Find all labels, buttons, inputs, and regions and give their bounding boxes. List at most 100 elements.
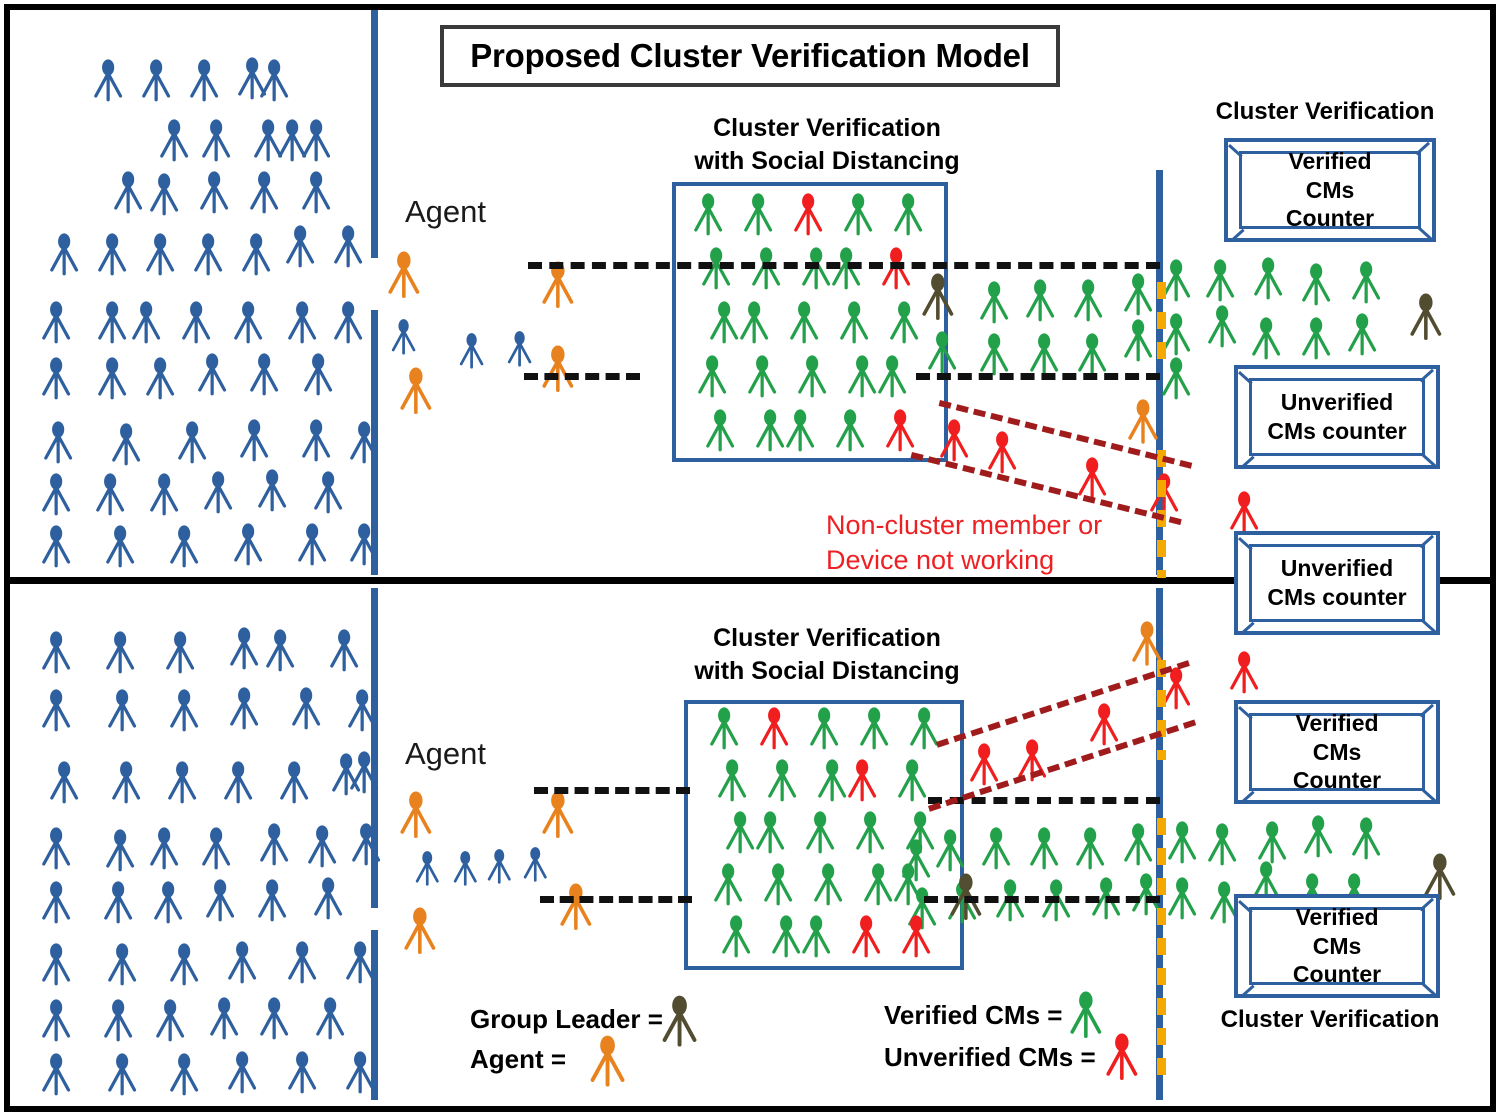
person-icon-unverified-blue	[96, 232, 128, 278]
person-icon-unverified-blue	[256, 468, 288, 514]
person-icon-verified	[1350, 260, 1382, 306]
legend-label-group-leader: Group Leader =	[470, 1004, 663, 1034]
person-icon-unverified-blue	[200, 826, 232, 872]
person-icon-unverified-red	[1076, 456, 1108, 502]
person-icon-unverified-blue	[188, 58, 220, 104]
person-icon-unverified-blue	[204, 878, 236, 924]
person-icon-unverified-blue	[40, 942, 72, 988]
person-icon-verified	[1252, 256, 1284, 302]
person-icon-unverified-blue	[236, 56, 268, 102]
person-icon-verified	[1160, 258, 1192, 304]
person-icon-unverified-blue	[344, 940, 376, 986]
person-icon-unverified-blue	[226, 940, 258, 986]
counter-label: Verified CMs Counter	[1292, 903, 1382, 988]
person-icon-unverified-blue	[164, 630, 196, 676]
person-icon-agent	[402, 906, 438, 956]
person-icon-verified	[708, 300, 740, 346]
person-icon-verified	[896, 758, 928, 804]
top-divider-line-left-a	[371, 10, 378, 258]
person-icon-verified	[696, 354, 728, 400]
person-icon-unverified-blue	[148, 472, 180, 518]
person-icon-verified	[754, 408, 786, 454]
bottom-divider-line-left-b	[371, 930, 378, 1100]
bottom-agent-label: Agent	[405, 736, 487, 771]
person-icon-agent	[386, 250, 422, 300]
bottom-verification-heading: Cluster Verification with Social Distanc…	[694, 624, 960, 685]
person-icon-unverified-blue	[40, 300, 72, 346]
person-icon-verified	[754, 810, 786, 856]
person-icon-verified	[1122, 822, 1154, 868]
person-icon-verified	[926, 330, 958, 376]
person-icon-verified	[1166, 820, 1198, 866]
person-icon-verified	[1300, 316, 1332, 362]
person-icon-verified	[712, 862, 744, 908]
person-icon-unverified-blue	[168, 1052, 200, 1098]
person-icon-unverified-blue	[348, 750, 380, 796]
legend-icon-verified	[1068, 990, 1104, 1040]
person-icon-agent	[1126, 398, 1160, 446]
person-icon-verified	[692, 192, 724, 238]
person-icon-verified	[800, 246, 832, 292]
person-icon-unverified-blue	[48, 232, 80, 278]
person-icon-unverified-blue	[148, 172, 180, 218]
person-icon-verified	[816, 758, 848, 804]
person-icon-unverified-blue	[196, 352, 228, 398]
person-icon-unverified-blue	[102, 998, 134, 1044]
person-icon-verified	[1204, 258, 1236, 304]
legend-icon-agent	[588, 1034, 627, 1089]
person-icon-unverified-blue	[40, 826, 72, 872]
person-icon-verified	[842, 192, 874, 238]
person-icon-verified	[876, 354, 908, 400]
person-icon-agent	[540, 790, 576, 840]
person-icon-unverified-blue	[166, 760, 198, 806]
person-icon-unverified-blue	[192, 232, 224, 278]
person-icon-agent	[398, 366, 434, 416]
person-icon-unverified-blue	[40, 356, 72, 402]
person-icon-unverified-blue	[144, 232, 176, 278]
person-icon-unverified-blue	[110, 422, 142, 468]
person-icon-verified	[1206, 822, 1238, 868]
person-icon-verified	[1122, 318, 1154, 364]
person-icon-unverified-blue	[104, 524, 136, 570]
person-icon-unverified-blue	[312, 470, 344, 516]
person-icon-verified	[1028, 826, 1060, 872]
person-icon-unverified-blue	[300, 170, 332, 216]
bottom-counter-box-0: Verified CMs Counter	[1234, 700, 1440, 805]
person-icon-verified	[742, 192, 774, 238]
person-icon-unverified-blue	[168, 688, 200, 734]
person-icon-verified	[800, 914, 832, 960]
top-dash-connector-3	[916, 373, 1160, 380]
person-icon-unverified-blue	[290, 686, 322, 732]
bottom-cluster-verification-caption: Cluster Verification	[1220, 1006, 1440, 1033]
person-icon-verified	[862, 862, 894, 908]
person-icon-unverified-blue	[176, 420, 208, 466]
person-icon-unverified-blue	[350, 822, 382, 868]
page-title: Proposed Cluster Verification Model	[470, 37, 1030, 74]
person-icon-verified	[1206, 304, 1238, 350]
person-icon-unverified-blue	[94, 472, 126, 518]
counter-label: Unverified CMs counter	[1267, 555, 1407, 610]
person-icon-unverified-blue	[300, 118, 332, 164]
counter-label: Unverified CMs counter	[1267, 389, 1407, 444]
person-icon-verified	[766, 758, 798, 804]
person-icon-unverified	[758, 706, 790, 752]
person-icon-unverified-blue	[40, 998, 72, 1044]
person-icon-unverified	[900, 914, 932, 960]
counter-inner: Verified CMs Counter	[1249, 904, 1425, 987]
person-icon-unverified-blue	[110, 760, 142, 806]
person-icon-unverified-red	[1228, 650, 1260, 696]
bottom-dash-connector-3	[540, 896, 692, 903]
person-icon-unverified-red	[938, 418, 970, 464]
person-icon-unverified-blue	[106, 1052, 138, 1098]
bottom-counter-box-1: Verified CMs Counter	[1234, 894, 1440, 999]
person-icon-verified	[804, 810, 836, 856]
person-icon-unverified-blue	[40, 880, 72, 926]
person-icon-unverified-blue	[330, 752, 362, 798]
person-icon-unverified-blue	[344, 1050, 376, 1096]
person-icon-verified	[1166, 876, 1198, 922]
person-icon-unverified-red	[1228, 490, 1260, 536]
person-icon-unverified-blue	[258, 996, 290, 1042]
person-icon-unverified-blue	[302, 352, 334, 398]
person-icon-verified	[904, 810, 936, 856]
person-icon-verified	[746, 354, 778, 400]
